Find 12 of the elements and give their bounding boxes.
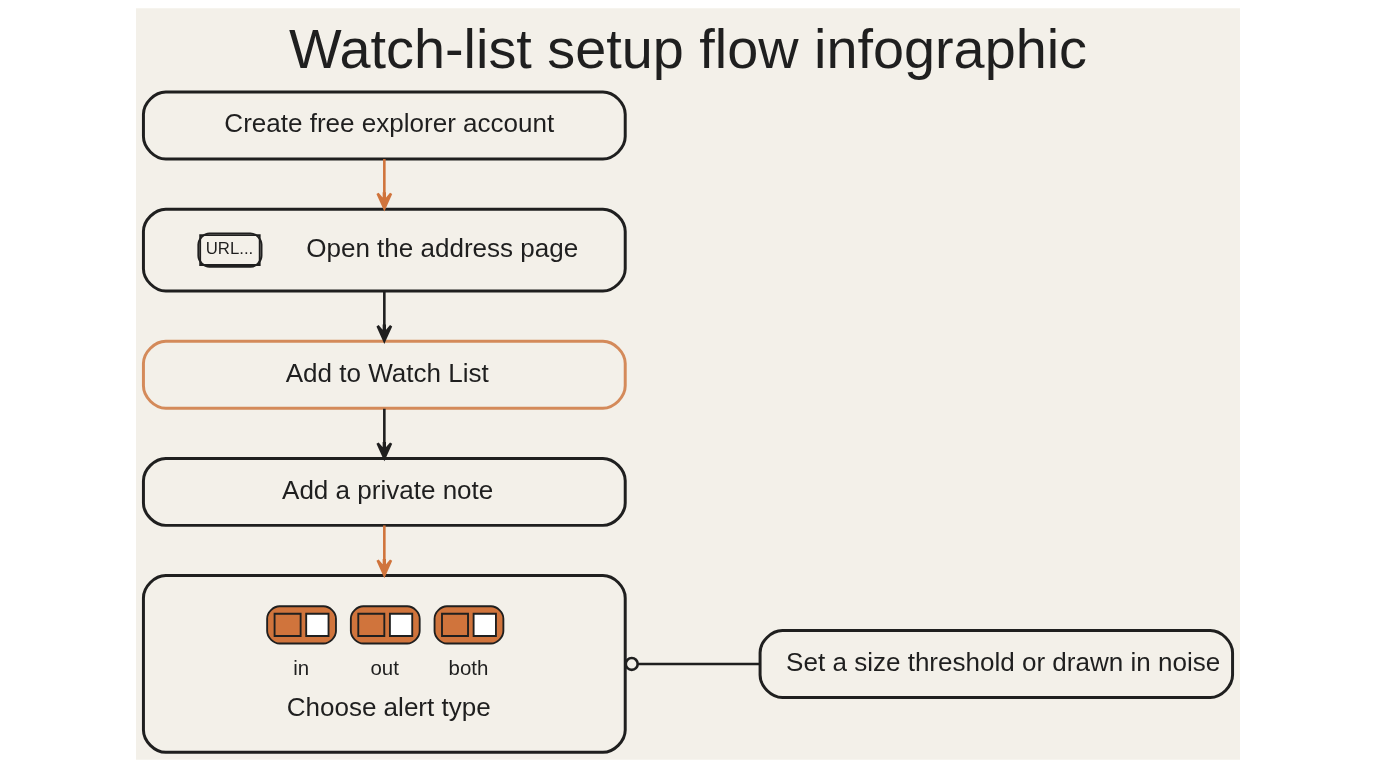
node-box: Create free explorer account bbox=[141, 90, 627, 161]
node-box: Set a size threshold or drawn in noise bbox=[758, 629, 1235, 699]
diagram-title: Watch-list setup flow infographic bbox=[288, 16, 1088, 80]
node-box: Add to Watch List bbox=[141, 339, 627, 410]
arrow bbox=[376, 408, 393, 460]
arrow bbox=[376, 159, 393, 210]
arrow bbox=[376, 525, 393, 577]
arrow bbox=[376, 291, 393, 343]
node-box: URL... Open the address page bbox=[141, 207, 627, 293]
node-box: in out both Choose alert type bbox=[141, 574, 627, 754]
connector bbox=[624, 656, 760, 672]
node-box: Add a private note bbox=[141, 456, 627, 527]
